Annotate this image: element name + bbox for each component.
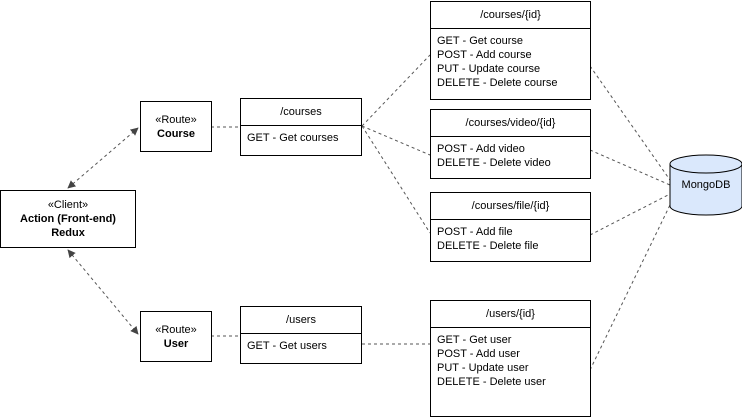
course-route-name: Course <box>157 127 195 140</box>
connectors <box>67 54 671 371</box>
connector-courses-courses-id <box>361 54 431 127</box>
client-title: Action (Front-end) <box>20 213 116 225</box>
user-route-stereotype: «Route» <box>155 323 197 336</box>
client-subtitle: Redux <box>51 227 85 239</box>
method-line: POST - Add video <box>437 143 525 155</box>
endpoint-users[interactable]: /users GET - Get users <box>240 306 362 364</box>
connector-courses-id-db <box>589 65 671 181</box>
endpoint-courses-file[interactable]: /courses/file/{id} POST - Add file DELET… <box>430 192 591 262</box>
client-stereotype: «Client» <box>47 199 89 211</box>
endpoint-users-id[interactable]: /users/{id} GET - Get user POST - Add us… <box>430 300 591 417</box>
method-line: DELETE - Delete file <box>437 240 539 252</box>
connector-courses-courses-file <box>361 125 431 234</box>
connector-courses-video-db <box>589 149 671 186</box>
endpoint-courses-id-methods: GET - Get course POST - Add course PUT -… <box>437 34 586 90</box>
endpoint-users-path: /users <box>241 307 361 334</box>
cylinder-body <box>669 164 742 216</box>
cylinder-top <box>669 154 742 174</box>
endpoint-courses-video[interactable]: /courses/video/{id} POST - Add video DEL… <box>430 109 591 179</box>
connector-client-course-route <box>67 127 139 189</box>
method-line: PUT - Update user <box>437 362 529 374</box>
endpoint-users-id-path: /users/{id} <box>431 301 590 328</box>
mongodb-label: MongoDB <box>681 179 731 191</box>
endpoint-courses-video-path: /courses/video/{id} <box>431 110 590 137</box>
endpoint-courses-methods: GET - Get courses <box>247 131 357 145</box>
method-line: GET - Get user <box>437 334 512 346</box>
method-line: GET - Get users <box>247 340 327 352</box>
method-line: POST - Add file <box>437 226 513 238</box>
method-line: DELETE - Delete video <box>437 157 551 169</box>
endpoint-courses-path: /courses <box>241 99 361 126</box>
method-line: PUT - Update course <box>437 63 541 75</box>
endpoint-courses-file-path: /courses/file/{id} <box>431 193 590 220</box>
endpoint-users-id-methods: GET - Get user POST - Add user PUT - Upd… <box>437 333 586 389</box>
endpoint-courses-id[interactable]: /courses/{id} GET - Get course POST - Ad… <box>430 1 591 100</box>
method-line: POST - Add user <box>437 348 520 360</box>
connector-courses-courses-video <box>361 125 431 156</box>
user-route-name: User <box>163 337 189 350</box>
connector-users-id-db <box>589 204 671 371</box>
connector-courses-file-db <box>589 193 671 236</box>
method-line: GET - Get courses <box>247 132 339 144</box>
connector-client-user-route <box>67 249 139 335</box>
method-line: GET - Get course <box>437 35 523 47</box>
endpoint-courses[interactable]: /courses GET - Get courses <box>240 98 362 156</box>
method-line: DELETE - Delete user <box>437 376 546 388</box>
endpoint-courses-file-methods: POST - Add file DELETE - Delete file <box>437 225 586 253</box>
endpoint-users-methods: GET - Get users <box>247 339 357 353</box>
mongodb-cylinder-icon <box>669 154 742 216</box>
method-line: DELETE - Delete course <box>437 77 558 89</box>
user-route-box[interactable]: «Route» User <box>140 311 212 362</box>
endpoint-courses-video-methods: POST - Add video DELETE - Delete video <box>437 142 586 170</box>
method-line: POST - Add course <box>437 49 532 61</box>
course-route-stereotype: «Route» <box>155 113 197 126</box>
client-box[interactable]: «Client» Action (Front-end) Redux <box>0 190 136 248</box>
course-route-box[interactable]: «Route» Course <box>140 101 212 152</box>
endpoint-courses-id-path: /courses/{id} <box>431 2 590 29</box>
